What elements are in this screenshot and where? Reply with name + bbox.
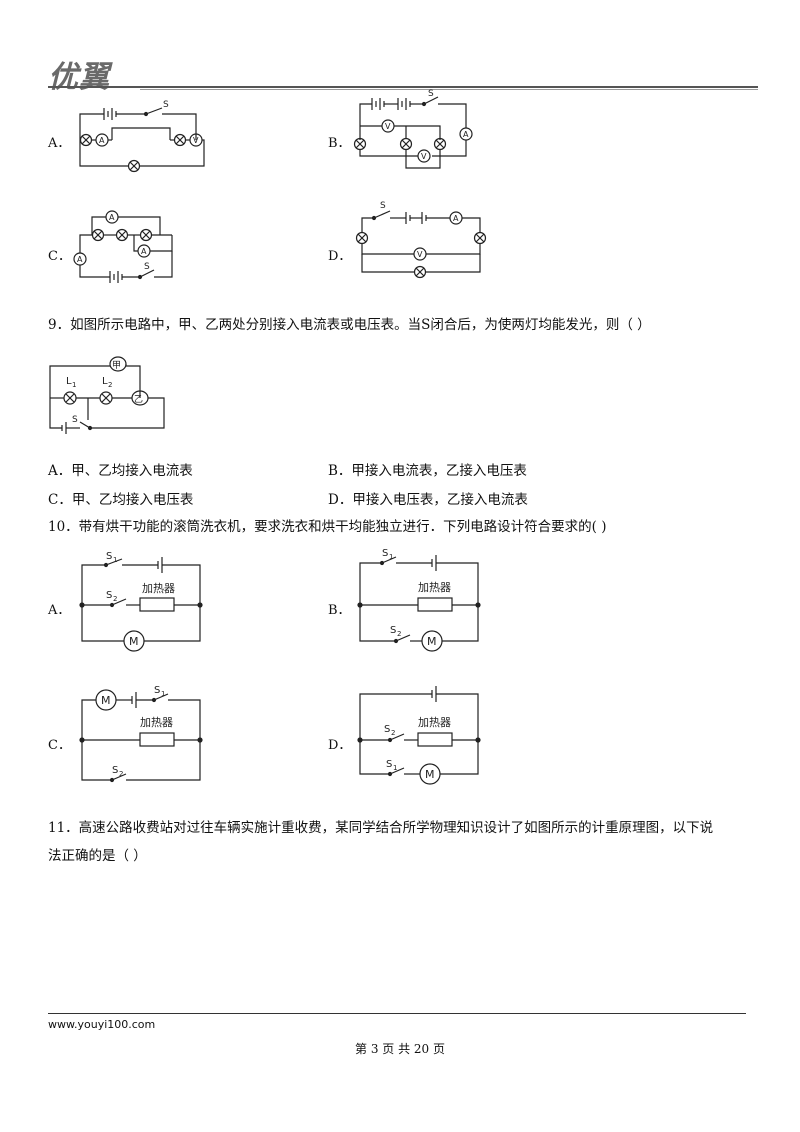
svg-text:S: S xyxy=(384,724,390,735)
svg-text:1: 1 xyxy=(161,690,165,698)
svg-text:M: M xyxy=(129,635,139,648)
svg-text:2: 2 xyxy=(391,729,395,737)
svg-text:A: A xyxy=(77,255,83,264)
q8-circuit-c: A A A S xyxy=(73,210,173,283)
q8-circuit-d: S A V xyxy=(355,201,487,279)
q9-option-c[interactable]: C．甲、乙均接入电压表 xyxy=(48,492,194,508)
svg-text:A: A xyxy=(109,213,115,222)
q10-option-b-letter: B． xyxy=(328,603,351,618)
svg-text:S: S xyxy=(386,759,392,770)
svg-text:M: M xyxy=(101,694,111,707)
svg-text:S: S xyxy=(106,551,112,562)
q10-option-c-letter: C． xyxy=(48,738,71,753)
svg-text:L: L xyxy=(102,376,108,387)
jia-label: 甲 xyxy=(112,360,121,371)
q10-circuit-a: S 1 S 2 加热器 M xyxy=(79,551,203,652)
q11-question-line2: 法正确的是（ ） xyxy=(48,848,147,864)
svg-text:V: V xyxy=(421,152,427,161)
svg-text:S: S xyxy=(380,201,386,211)
q10-circuit-b: S 1 加热器 S 2 M xyxy=(357,548,481,652)
svg-text:加热器: 加热器 xyxy=(140,716,173,729)
svg-text:1: 1 xyxy=(113,556,117,564)
svg-text:M: M xyxy=(427,635,437,648)
svg-text:S: S xyxy=(144,262,150,272)
q9-option-d[interactable]: D．甲接入电压表，乙接入电流表 xyxy=(328,492,528,508)
svg-text:加热器: 加热器 xyxy=(418,581,451,594)
q9-question: 9．如图所示电路中，甲、乙两处分别接入电流表或电压表。当S闭合后，为使两灯均能发… xyxy=(48,317,651,333)
q10-question: 10．带有烘干功能的滚筒洗衣机，要求洗衣和烘干均能独立进行．下列电路设计符合要求… xyxy=(48,519,607,535)
svg-text:S: S xyxy=(106,590,112,601)
header-divider xyxy=(48,86,758,88)
svg-text:2: 2 xyxy=(113,595,117,603)
svg-text:L: L xyxy=(66,376,72,387)
yi-label: 乙 xyxy=(134,394,143,405)
page-number: 第 3 页 共 20 页 xyxy=(355,1042,445,1056)
svg-text:1: 1 xyxy=(393,764,397,772)
q10-option-d-letter: D． xyxy=(328,738,352,753)
q8-circuit-a: S A V xyxy=(79,100,205,173)
q9-circuit: 甲 L 1 L 2 乙 S xyxy=(49,356,165,434)
svg-text:M: M xyxy=(425,768,435,781)
svg-text:S: S xyxy=(428,89,434,99)
q10-option-a-letter: A． xyxy=(48,603,71,618)
svg-text:加热器: 加热器 xyxy=(142,582,175,595)
footer-url: www.youyi100.com xyxy=(48,1018,156,1031)
q8-circuit-b: S A V V xyxy=(353,89,473,169)
svg-text:A: A xyxy=(463,130,469,139)
q11-question-line1: 11．高速公路收费站对过往车辆实施计重收费，某同学结合所学物理知识设计了如图所示… xyxy=(48,820,714,836)
q10-circuit-d: S 2 加热器 S 1 M xyxy=(357,686,481,785)
q9-option-a[interactable]: A．甲、乙均接入电流表 xyxy=(48,463,193,479)
svg-text:S: S xyxy=(154,685,160,696)
svg-text:V: V xyxy=(193,136,199,145)
q10-circuit-c: M S 1 加热器 S 2 xyxy=(79,685,203,783)
header-divider-thin xyxy=(140,89,758,90)
svg-text:V: V xyxy=(385,122,391,131)
logo: 优翼 xyxy=(48,60,110,95)
svg-text:1: 1 xyxy=(72,381,76,389)
svg-text:A: A xyxy=(99,136,105,145)
q8-option-c-letter: C． xyxy=(48,249,71,264)
svg-text:A: A xyxy=(141,247,147,256)
svg-text:2: 2 xyxy=(108,381,112,389)
svg-text:S: S xyxy=(382,548,388,559)
svg-text:S: S xyxy=(390,625,396,636)
switch-label: S xyxy=(163,100,169,110)
svg-text:S: S xyxy=(112,765,118,776)
q8-option-d-letter: D． xyxy=(328,249,352,264)
voltmeter-icon xyxy=(417,149,431,163)
svg-text:2: 2 xyxy=(397,630,401,638)
q8-option-b-letter: B． xyxy=(328,136,351,151)
svg-text:A: A xyxy=(453,214,459,223)
lamp-icon xyxy=(127,159,141,173)
svg-text:2: 2 xyxy=(119,770,123,778)
svg-text:S: S xyxy=(72,415,78,425)
svg-text:V: V xyxy=(417,250,423,259)
q9-option-b[interactable]: B．甲接入电流表，乙接入电压表 xyxy=(328,463,527,479)
svg-text:加热器: 加热器 xyxy=(418,716,451,729)
q8-option-a-letter: A． xyxy=(48,136,71,151)
heater-box xyxy=(139,597,175,612)
footer-divider xyxy=(48,1013,746,1014)
svg-text:1: 1 xyxy=(389,553,393,561)
